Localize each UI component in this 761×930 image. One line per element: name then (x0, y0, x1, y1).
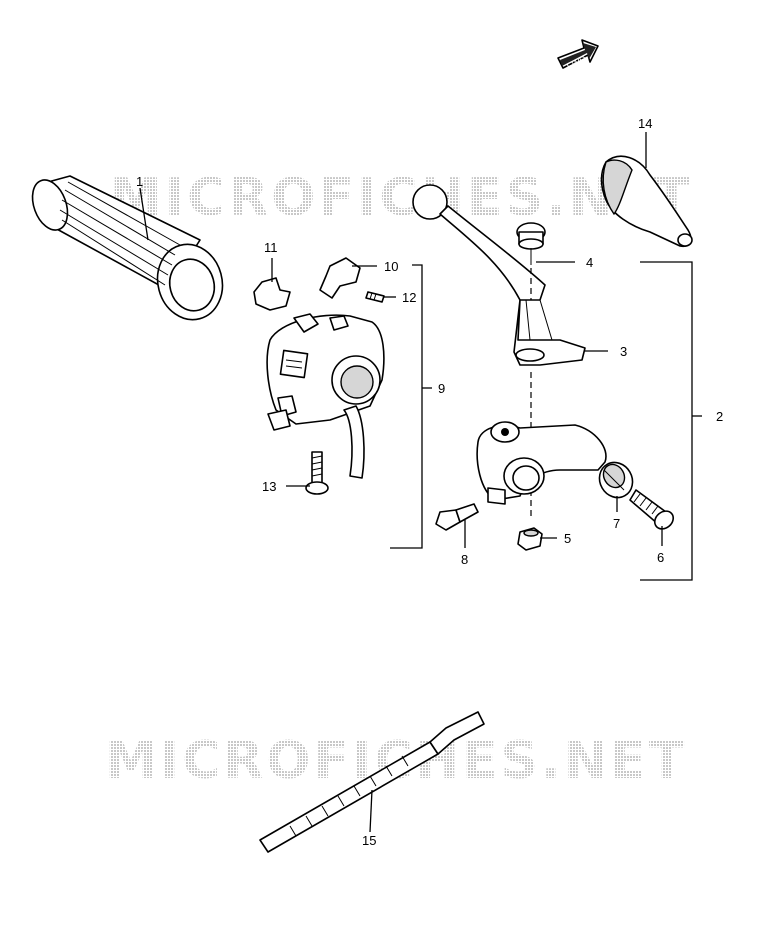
lever-bolt (516, 222, 546, 265)
callout-3: 3 (620, 344, 627, 359)
handlebar-grip (31, 175, 224, 321)
screw-13 (305, 451, 329, 495)
switch-knob-11 (253, 277, 291, 311)
callout-11: 11 (264, 240, 278, 255)
fwd-arrow-icon: FWD (557, 39, 599, 71)
leader-15 (369, 789, 373, 833)
callout-15: 15 (362, 833, 376, 848)
callout-12: 12 (402, 290, 416, 305)
bracket-9 (390, 264, 423, 549)
holder-nut (517, 527, 543, 551)
leader-1 (139, 187, 149, 241)
adjuster-nut (598, 461, 634, 499)
lever-cover (600, 155, 693, 248)
switch-knob-10 (319, 257, 361, 299)
watermark-bottom: MICROFICHES.NET (105, 731, 687, 791)
callout-7: 7 (613, 516, 620, 531)
lever-holder (476, 421, 607, 505)
callout-2: 2 (716, 409, 723, 424)
clutch-lever (412, 184, 586, 366)
adjuster-screw (629, 489, 675, 530)
callout-5: 5 (564, 531, 571, 546)
callout-9: 9 (438, 381, 445, 396)
small-screw-12 (365, 291, 385, 303)
callout-4: 4 (586, 255, 593, 270)
callout-10: 10 (384, 259, 398, 274)
holder-bolt (435, 503, 479, 531)
callout-14: 14 (638, 116, 652, 131)
callout-13: 13 (262, 479, 276, 494)
watermark-top: MICROFICHES.NET (110, 168, 692, 228)
callout-1: 1 (136, 174, 143, 189)
cable-tie (259, 711, 485, 853)
switch-housing (266, 313, 385, 479)
bracket-2 (640, 261, 693, 581)
callout-6: 6 (657, 550, 664, 565)
callout-8: 8 (461, 552, 468, 567)
